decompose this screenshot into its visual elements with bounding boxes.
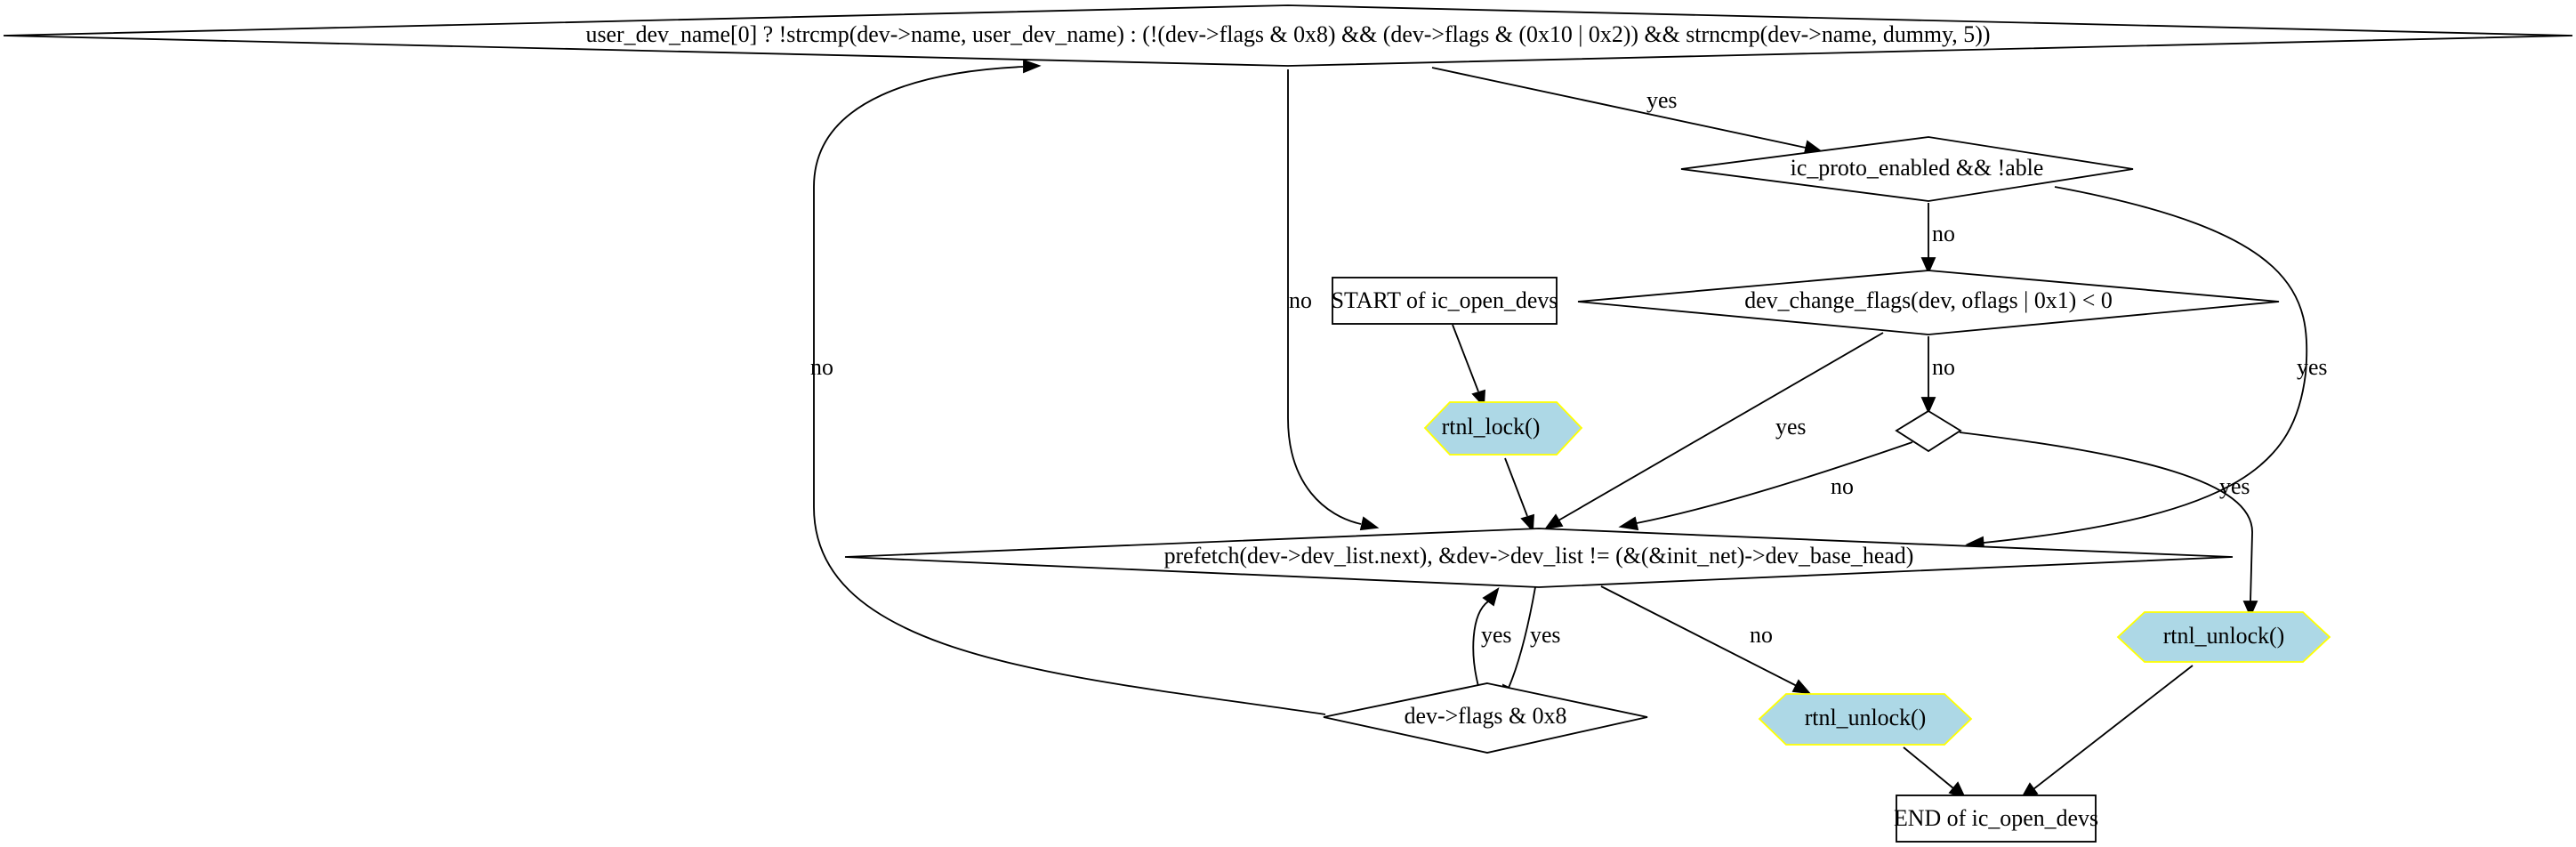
node-rtnl-unlock-2: rtnl_unlock() bbox=[2116, 611, 2331, 663]
edge-label-change-yes: yes bbox=[1775, 414, 1807, 440]
node-proto-check: ic_proto_enabled && !able bbox=[1680, 136, 2134, 202]
edge-label-name-yes: yes bbox=[1646, 87, 1678, 113]
node-rtnl-unlock-2-label: rtnl_unlock() bbox=[2163, 623, 2285, 649]
node-start-label: START of ic_open_devs bbox=[1332, 287, 1558, 313]
node-rtnl-lock-label: rtnl_lock() bbox=[1442, 414, 1541, 440]
edge-change-yes: yes bbox=[1543, 332, 1884, 530]
edge-empty-no: no bbox=[1618, 441, 1913, 531]
node-empty-decision bbox=[1895, 409, 1962, 453]
edge-label-name-no: no bbox=[1289, 287, 1312, 313]
edge-flags-to-name: no bbox=[810, 59, 1326, 715]
edge-empty-yes: yes bbox=[1959, 432, 2258, 618]
node-end: END of ic_open_devs bbox=[1894, 795, 2098, 843]
node-loopback-check-label: dev->flags & 0x8 bbox=[1405, 703, 1567, 729]
edge-label-change-no: no bbox=[1932, 354, 1955, 380]
edge-label-proto-yes: yes bbox=[2297, 354, 2328, 380]
node-change-flags-label: dev_change_flags(dev, oflags | 0x1) < 0 bbox=[1744, 287, 2113, 313]
edge-name-no: no bbox=[1287, 69, 1380, 531]
edge-lock-to-loop bbox=[1504, 457, 1535, 533]
edge-flags-to-loop: yes bbox=[1472, 586, 1512, 690]
node-rtnl-unlock-1-label: rtnl_unlock() bbox=[1805, 705, 1927, 730]
edge-change-no: no bbox=[1920, 336, 1955, 415]
edge-label-loop-to-flags: yes bbox=[1530, 622, 1561, 648]
edge-proto-no: no bbox=[1920, 203, 1955, 275]
edge-label-flags-to-name: no bbox=[810, 354, 833, 380]
node-name-check-label: user_dev_name[0] ? !strcmp(dev->name, us… bbox=[586, 21, 1991, 47]
node-change-flags: dev_change_flags(dev, oflags | 0x1) < 0 bbox=[1577, 270, 2280, 335]
node-loop-cond: prefetch(dev->dev_list.next), &dev->dev_… bbox=[844, 528, 2234, 588]
edge-unlock2-to-end bbox=[2020, 665, 2194, 800]
node-name-check: user_dev_name[0] ? !strcmp(dev->name, us… bbox=[3, 4, 2573, 67]
edge-label-flags-to-loop: yes bbox=[1481, 622, 1512, 648]
edge-name-yes: yes bbox=[1431, 67, 1823, 155]
node-loop-cond-label: prefetch(dev->dev_list.next), &dev->dev_… bbox=[1164, 543, 1914, 569]
node-loopback-check: dev->flags & 0x8 bbox=[1323, 682, 1648, 754]
node-proto-check-label: ic_proto_enabled && !able bbox=[1791, 155, 2044, 181]
node-start: START of ic_open_devs bbox=[1332, 277, 1558, 325]
edge-loop-no: no bbox=[1600, 585, 1812, 695]
edge-label-loop-no: no bbox=[1750, 622, 1773, 648]
edge-label-empty-no: no bbox=[1831, 473, 1854, 499]
edge-proto-yes: yes bbox=[1965, 186, 2328, 551]
edge-unlock1-to-end bbox=[1903, 746, 1967, 800]
node-rtnl-lock: rtnl_lock() bbox=[1423, 401, 1583, 456]
edge-start-to-lock bbox=[1452, 324, 1486, 408]
edge-loop-to-flags: yes bbox=[1502, 586, 1561, 704]
edge-label-empty-yes: yes bbox=[2219, 473, 2250, 499]
edge-label-proto-no: no bbox=[1932, 221, 1955, 246]
node-end-label: END of ic_open_devs bbox=[1894, 805, 2098, 831]
node-rtnl-unlock-1: rtnl_unlock() bbox=[1758, 693, 1973, 746]
